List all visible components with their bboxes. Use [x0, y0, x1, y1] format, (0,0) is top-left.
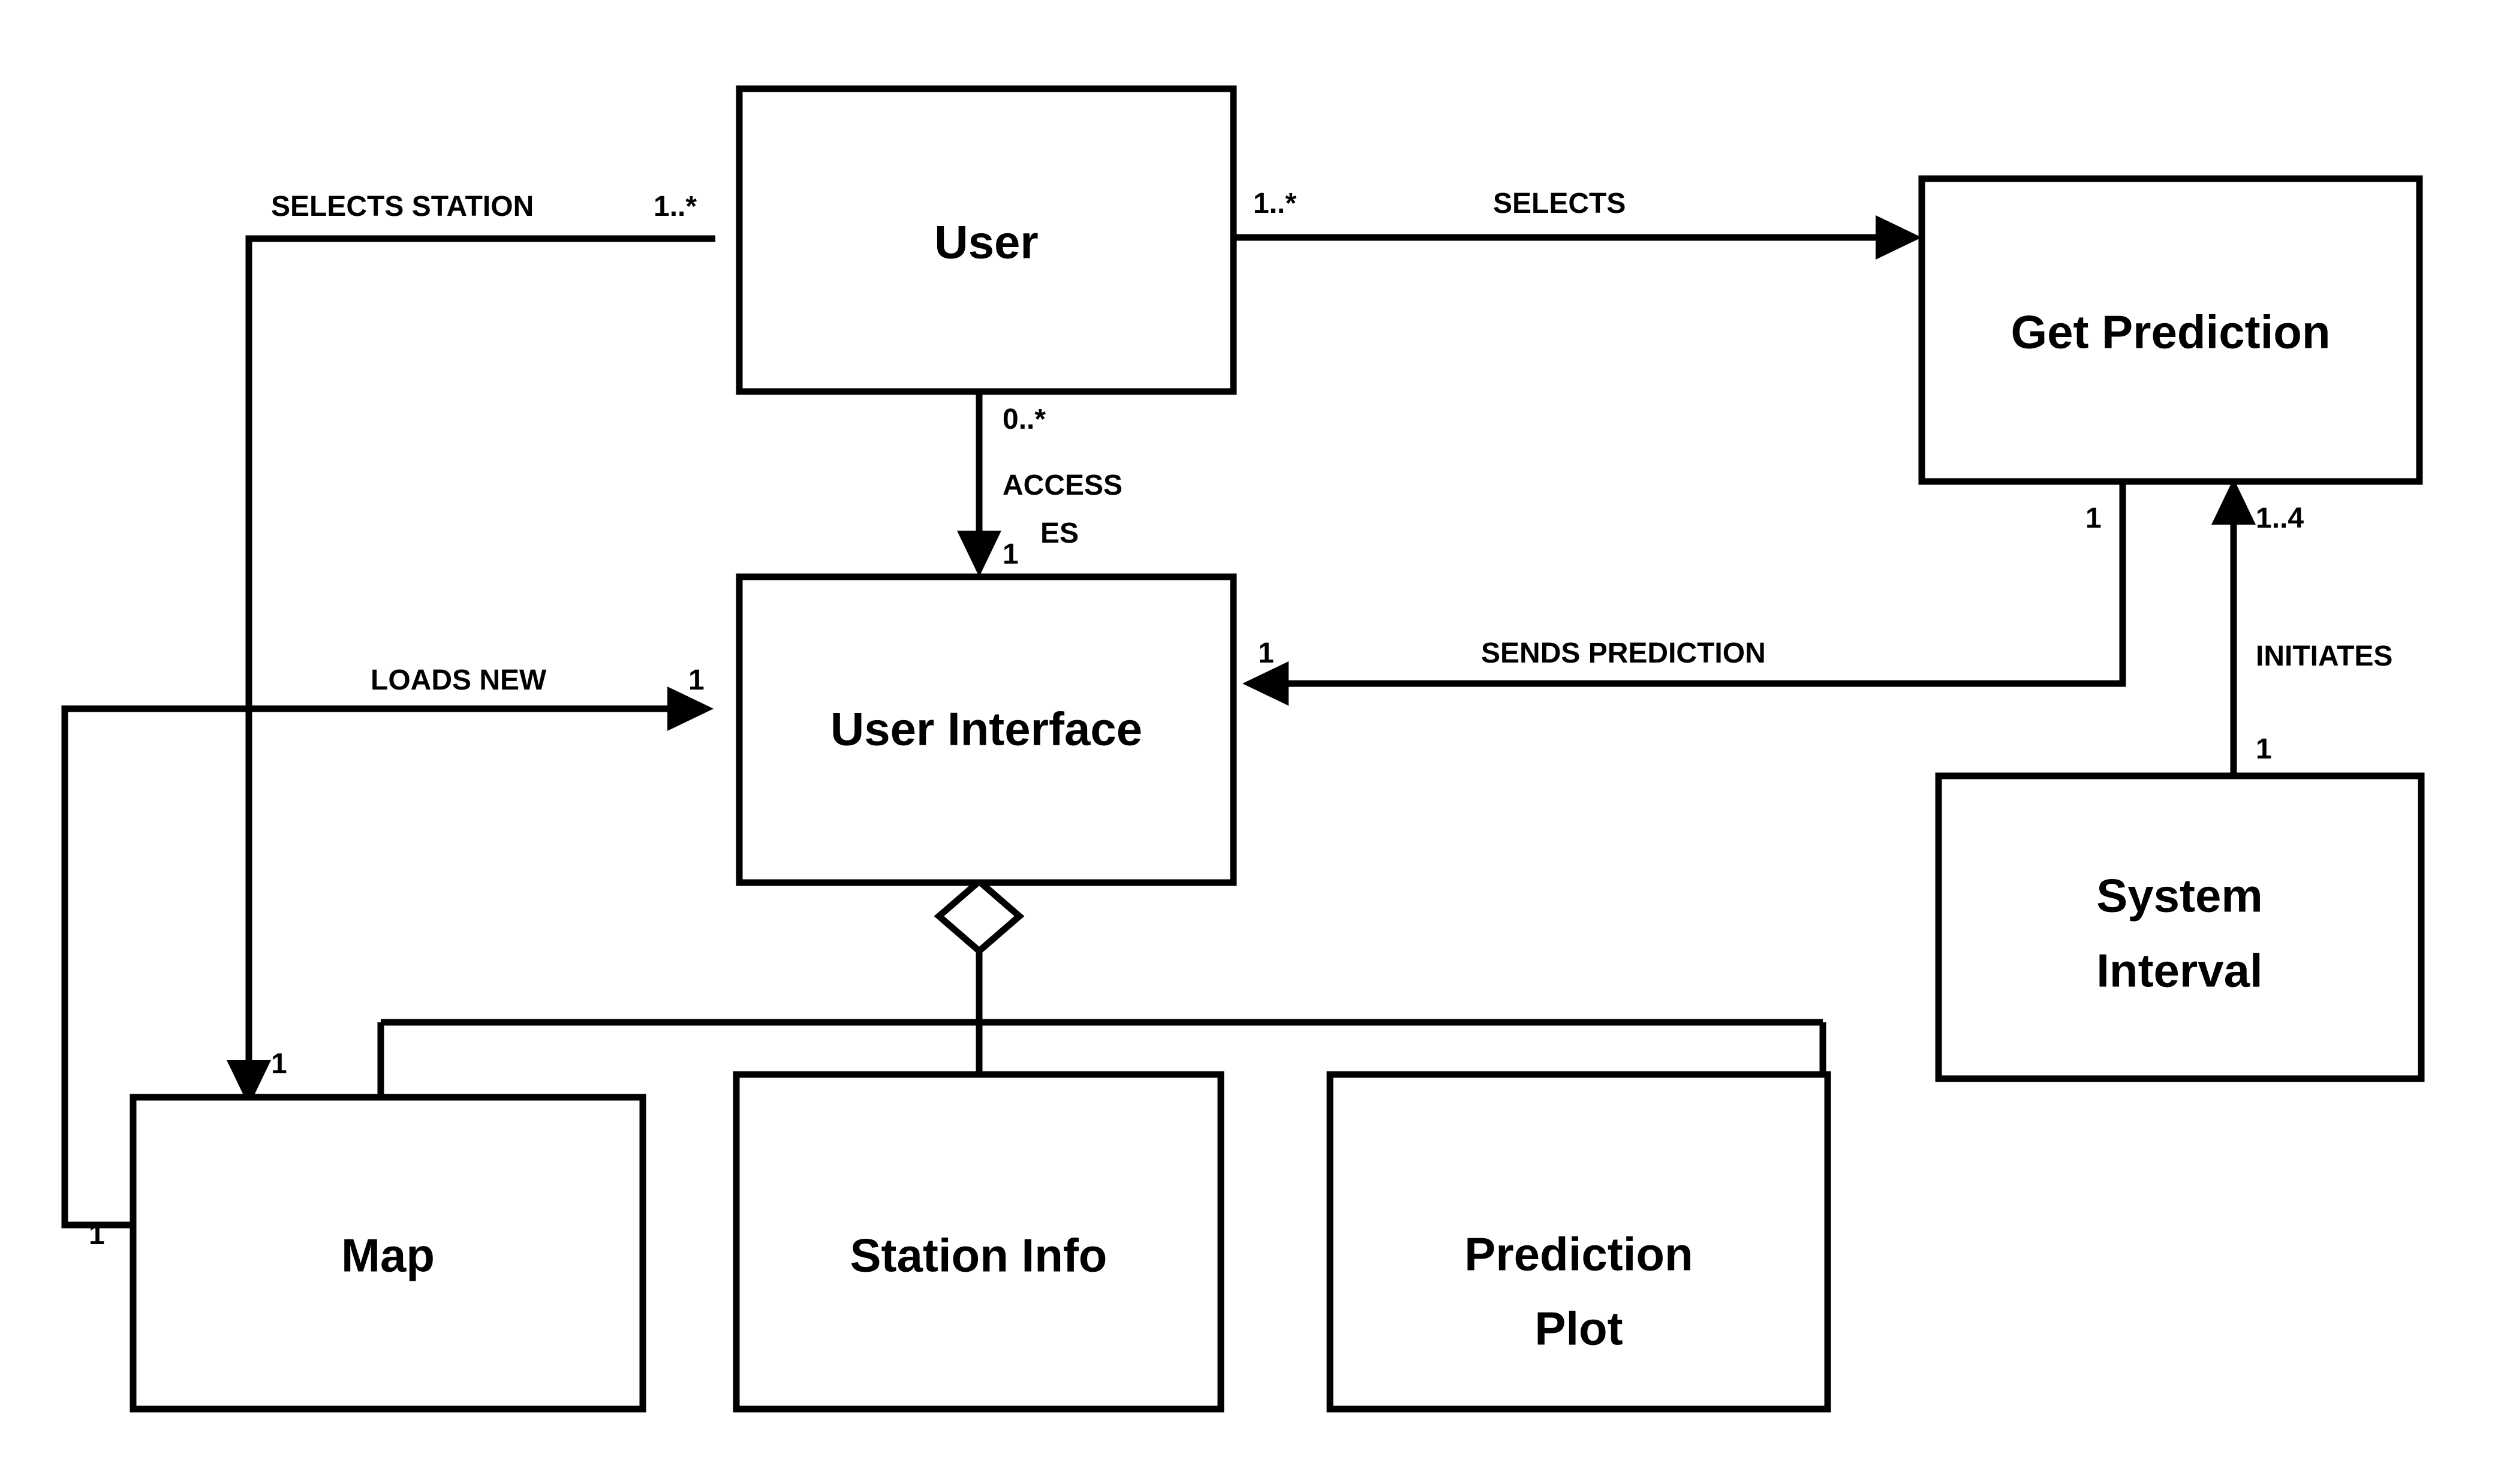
loads-new-path [61, 705, 691, 1229]
user-box-rect[interactable] [736, 85, 1237, 395]
mult-accesses-source: 0..* [1003, 404, 1046, 435]
user-interface-box-rect[interactable] [736, 573, 1237, 886]
mult-selects-source: 1..* [1253, 188, 1296, 219]
selects-arrowhead [1876, 215, 1922, 260]
mult-loads-new-target: 1 [688, 664, 705, 696]
connector-sends-prediction [1242, 480, 2126, 706]
selects-station-path [245, 235, 715, 1085]
prediction-plot-box-label-line2: Plot [1534, 1302, 1623, 1355]
system-interval-box-label-line2: Interval [2096, 944, 2262, 997]
mult-selects-station-target: 1 [271, 1048, 287, 1080]
prediction-plot-box-label-line1: Prediction [1464, 1228, 1693, 1281]
mult-sends-prediction-source: 1 [2085, 502, 2102, 534]
loads-new-arrowhead [667, 687, 714, 731]
connector-selects [1233, 215, 1922, 260]
system-interval-box-label-line1: System [2096, 869, 2263, 922]
user-box-label: User [934, 216, 1038, 269]
get-prediction-box-label: Get Prediction [2011, 306, 2330, 359]
prediction-plot-box-rect[interactable] [1326, 1071, 1831, 1413]
label-initiates: INITIATES [2256, 640, 2392, 672]
connector-aggregation [377, 877, 1826, 1097]
mult-loads-new-source: 1 [89, 1219, 105, 1251]
mult-initiates-source: 1 [2256, 733, 2272, 765]
mult-sends-prediction-target: 1 [1258, 637, 1274, 669]
label-accesses-line2: ES [1040, 517, 1079, 549]
aggregation-diamond-icon [934, 877, 1025, 956]
mult-initiates-target: 1..4 [2256, 502, 2304, 534]
system-interval-box-rect[interactable] [1935, 772, 2425, 1082]
connector-selects-station [227, 235, 715, 1106]
class-box-map[interactable]: Map [130, 1094, 646, 1413]
class-box-user-interface[interactable]: User Interface [736, 573, 1237, 886]
user-interface-box-label: User Interface [830, 703, 1142, 755]
sends-prediction-arrowhead [1242, 661, 1289, 706]
connector-accesses [957, 393, 1001, 577]
label-selects: SELECTS [1493, 188, 1626, 219]
label-selects-station: SELECTS STATION [271, 191, 534, 222]
map-box-rect[interactable] [130, 1094, 646, 1413]
map-box-label: Map [341, 1229, 435, 1282]
selects-station-arrowhead [227, 1060, 271, 1106]
accesses-arrowhead [957, 531, 1001, 577]
class-box-system-interval[interactable]: System Interval [1935, 772, 2425, 1082]
station-info-box-rect[interactable] [733, 1071, 1224, 1413]
initiates-arrowhead [2211, 478, 2256, 525]
class-box-prediction-plot[interactable]: Prediction Plot [1326, 1071, 1831, 1413]
label-loads-new: LOADS NEW [371, 664, 547, 696]
sends-prediction-path [1265, 480, 2126, 687]
mult-accesses-target: 1 [1003, 538, 1019, 570]
connector-initiates [2211, 478, 2256, 773]
get-prediction-box-rect[interactable] [1918, 175, 2423, 485]
class-box-station-info[interactable]: Station Info [733, 1071, 1224, 1413]
class-box-user[interactable]: User [736, 85, 1237, 395]
class-box-get-prediction[interactable]: Get Prediction [1918, 175, 2423, 485]
station-info-box-label: Station Info [850, 1229, 1107, 1282]
connector-loads-new [61, 687, 714, 1229]
label-sends-prediction: SENDS PREDICTION [1481, 637, 1766, 669]
mult-selects-station-source: 1..* [654, 191, 697, 222]
label-accesses-line1: ACCESS [1003, 469, 1122, 501]
